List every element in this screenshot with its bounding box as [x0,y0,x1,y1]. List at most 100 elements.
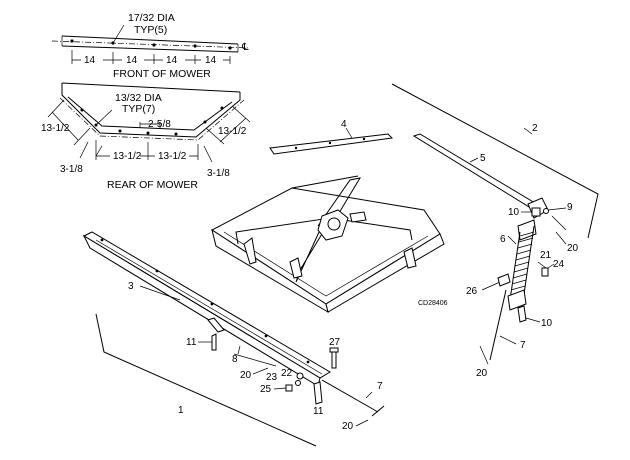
callout-11a: 11 [186,337,197,348]
nut-25 [285,384,293,392]
bolt-11b [313,381,323,405]
part-2-group: 2 [391,83,599,239]
callout-4: 4 [341,119,347,130]
rear-hole-dia-label: 13/32 DIA [115,92,162,104]
rear-bottom-right-dim: 13-1/2 [158,151,187,162]
lock-washer-22 [295,380,301,386]
front-spacing-3: 14 [166,55,178,66]
deck-cross-brace-right [329,217,413,241]
callout-8: 8 [232,354,238,365]
rod-end [371,405,385,417]
callout-20a: 20 [240,370,252,381]
deck-rear-edge [291,175,359,189]
callout-3: 3 [128,281,134,292]
front-rail-top-edge [61,35,239,45]
callout-7b: 7 [520,340,526,351]
leader-10b [525,317,541,323]
leader-25 [273,387,287,390]
rear-centerline [59,97,245,141]
rear-holes [80,106,224,136]
rear-hole-typ-label: TYP(7) [122,103,155,115]
front-of-mower-caption: FRONT OF MOWER [113,68,211,80]
gearbox-hub [327,217,341,231]
rear-rail-outline [61,83,241,138]
callout-5: 5 [480,153,486,164]
rear-offset-right-lines [203,145,213,163]
part-2-leader [523,127,533,135]
front-centerline-symbol: ℄ [241,42,249,53]
rear-rail-inner-edge [67,96,233,131]
deck-inner-rim [223,231,429,297]
leader-20a [252,367,269,375]
front-spacing-1: 14 [84,55,96,66]
part-4-strip: 4 [269,119,394,155]
callout-10a: 10 [508,207,520,218]
callout-7a: 7 [377,381,383,392]
rear-left-side-dim: 13-1/2 [41,123,70,134]
leader-6 [507,235,517,245]
callout-20d: 20 [476,368,488,379]
front-of-mower-detail: 17/32 DIA TYP(5) 14 14 14 14 ℄ FRONT OF … [51,12,251,80]
callout-6: 6 [500,234,506,245]
leader-21 [537,261,547,269]
front-extension-lines [71,50,231,64]
front-hole-typ-label: TYP(5) [134,24,167,36]
bolt-10b [517,305,527,323]
part-6-spring: 6 21 24 26 10 [466,219,565,329]
rear-of-mower-detail: 13/32 DIA TYP(7) 2-5/8 13-1/2 13-1/2 13-… [41,82,251,191]
rear-offset-right: 3-1/8 [207,168,230,179]
leader-8 [237,345,241,355]
bolt-27-head [329,347,339,353]
callout-26: 26 [466,286,478,297]
rear-offset-left-lines [79,141,103,159]
gearbox-cap [349,211,367,223]
leader-24 [547,263,555,269]
callout-20b: 20 [342,421,354,432]
part-1-bracket [95,313,317,447]
part-2-bracket [391,83,599,239]
part-1-group: 1 [95,313,317,447]
front-spacing-4: 14 [205,55,217,66]
rear-center-dim: 2-5/8 [148,119,171,130]
nut-10a [531,207,541,217]
callout-1: 1 [178,405,184,416]
front-rail-bottom-edge [61,45,239,53]
nut-24 [541,267,549,277]
spring-coils [509,231,535,297]
leader-26 [481,281,501,291]
pin-20c [551,215,567,231]
part-4-body [269,133,394,155]
rear-offset-left: 3-1/8 [60,164,83,175]
drawing-code: CD28406 [418,300,448,307]
deck-bracket-mid [289,257,303,279]
callout-11b: 11 [313,406,324,417]
leader-7b [499,335,517,345]
bolt-26 [497,273,511,287]
part-4-holes [294,137,366,150]
part-4-leader [345,127,353,139]
callout-27: 27 [329,337,341,348]
callout-2: 2 [532,123,538,134]
deck-bracket-right [403,247,417,269]
callout-20c: 20 [567,243,579,254]
washer-23 [296,372,304,380]
rear-right-side-dim-lines [205,105,251,145]
callout-10b: 10 [541,318,553,329]
front-hole-dia-label: 17/32 DIA [128,12,175,24]
mower-deck: CD28406 [211,175,448,314]
part-8-rod [233,353,277,367]
part-5-leader [469,157,479,163]
part-5-rail: 5 [412,133,549,219]
right-hardware: 10 9 20 [508,202,579,254]
front-hole-leader [112,24,125,44]
rear-right-side-dim: 13-1/2 [218,126,247,137]
rear-rail-top [61,82,241,93]
rear-hole-leader [95,109,113,126]
part-3-leader [139,285,181,301]
callout-21: 21 [540,250,552,261]
bolt-11a [211,333,217,351]
part-7-rod-right: 7 20 [476,289,526,379]
deck-bracket-left [243,237,257,265]
washer-9 [543,208,549,214]
